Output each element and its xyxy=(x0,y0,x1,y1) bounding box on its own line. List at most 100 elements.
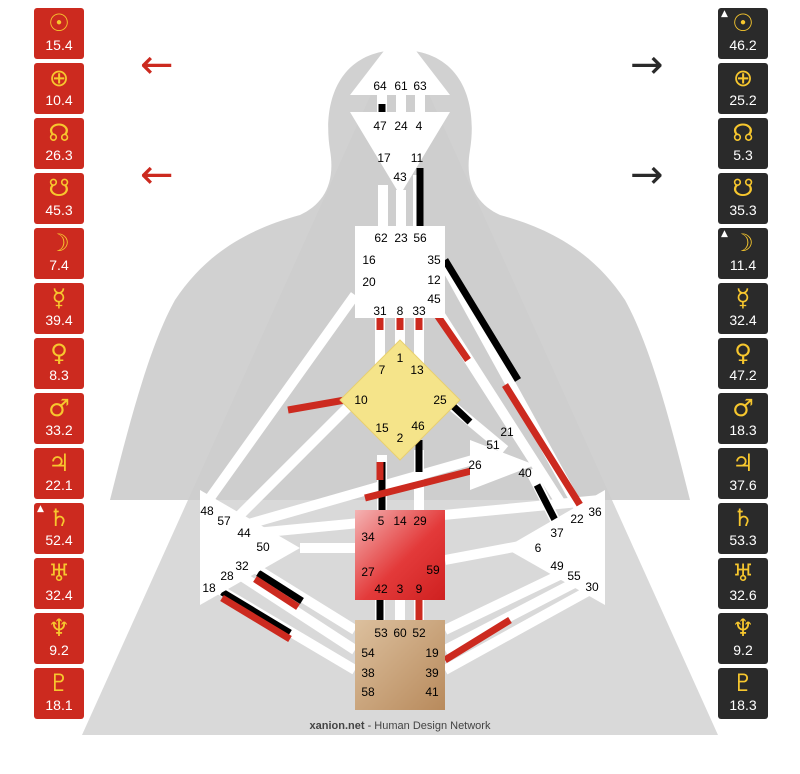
personality-planet-venus[interactable]: ♀8.3 xyxy=(34,338,84,389)
gate-label: 25 xyxy=(433,393,447,407)
gate-label: 33 xyxy=(412,304,426,318)
gate-label: 27 xyxy=(361,565,375,579)
gate-label: 40 xyxy=(518,466,532,480)
gate-label: 60 xyxy=(393,626,407,640)
ego-gates: 21 51 26 40 xyxy=(468,425,532,480)
design-planet-pluto[interactable]: ♇18.3 xyxy=(718,668,768,719)
design-planet-jupiter[interactable]: ♃37.6 xyxy=(718,448,768,499)
ajna-center xyxy=(350,112,450,195)
gate-label: 56 xyxy=(413,231,427,245)
gate-label: 7 xyxy=(379,363,386,377)
mars-icon: ♂ xyxy=(48,394,70,422)
throat-gates: 62 23 56 16 35 20 12 45 31 8 33 xyxy=(362,231,441,318)
gate-label: 8 xyxy=(397,304,404,318)
planet-value: 52.4 xyxy=(45,532,73,548)
personality-planet-mercury[interactable]: ☿39.4 xyxy=(34,283,84,334)
planet-value: 15.4 xyxy=(45,37,73,53)
gate-label: 34 xyxy=(361,530,375,544)
design-planet-mercury[interactable]: ☿32.4 xyxy=(718,283,768,334)
personality-planet-north-node[interactable]: ☊26.3 xyxy=(34,118,84,169)
throat-center xyxy=(355,226,445,318)
uranus-icon: ♅ xyxy=(732,559,754,587)
gate-label: 9 xyxy=(416,582,423,596)
mercury-icon: ☿ xyxy=(735,284,751,312)
left-arrow-icon: ← xyxy=(140,152,174,198)
gate-label: 20 xyxy=(362,275,376,289)
venus-icon: ♀ xyxy=(50,339,68,367)
gate-label: 4 xyxy=(416,119,423,133)
sacral-gates: 5 14 29 34 27 59 42 3 9 xyxy=(361,514,440,596)
saturn-icon: ♄ xyxy=(732,504,754,532)
gate-label: 10 xyxy=(354,393,368,407)
jupiter-icon: ♃ xyxy=(732,449,754,477)
gate-label: 64 xyxy=(373,79,387,93)
planet-value: 32.4 xyxy=(45,587,73,603)
planet-value: 18.3 xyxy=(729,422,757,438)
planet-value: 47.2 xyxy=(729,367,757,383)
personality-planet-saturn[interactable]: ▲♄52.4 xyxy=(34,503,84,554)
gate-label: 2 xyxy=(397,431,404,445)
gate-label: 45 xyxy=(427,292,441,306)
gate-label: 46 xyxy=(411,419,425,433)
personality-planet-moon[interactable]: ☽7.4 xyxy=(34,228,84,279)
planet-value: 22.1 xyxy=(45,477,73,493)
personality-planet-jupiter[interactable]: ♃22.1 xyxy=(34,448,84,499)
gate-label: 29 xyxy=(413,514,427,528)
jupiter-icon: ♃ xyxy=(48,449,70,477)
gate-label: 26 xyxy=(468,458,482,472)
design-planet-sun[interactable]: ▲☉46.2 xyxy=(718,8,768,59)
gate-label: 17 xyxy=(377,151,391,165)
design-planet-venus[interactable]: ♀47.2 xyxy=(718,338,768,389)
personality-planet-earth[interactable]: ⊕10.4 xyxy=(34,63,84,114)
design-planet-neptune[interactable]: ♆9.2 xyxy=(718,613,768,664)
gate-label: 44 xyxy=(237,526,251,540)
right-arrow-icon: → xyxy=(630,42,664,88)
planet-value: 53.3 xyxy=(729,532,757,548)
gate-label: 22 xyxy=(570,512,584,526)
personality-planet-sun[interactable]: ☉15.4 xyxy=(34,8,84,59)
gate-label: 63 xyxy=(413,79,427,93)
design-planet-south-node[interactable]: ☋35.3 xyxy=(718,173,768,224)
personality-planet-south-node[interactable]: ☋45.3 xyxy=(34,173,84,224)
planet-value: 46.2 xyxy=(729,37,757,53)
design-planet-north-node[interactable]: ☊5.3 xyxy=(718,118,768,169)
footer-brand[interactable]: xanion.net xyxy=(309,720,365,732)
head-gates: 64 61 63 xyxy=(373,79,427,93)
gate-label: 54 xyxy=(361,646,375,660)
south-node-icon: ☋ xyxy=(732,174,754,202)
solar-plexus-center xyxy=(505,490,605,605)
gate-label: 39 xyxy=(425,666,439,680)
moon-icon: ☽ xyxy=(48,229,70,257)
neptune-icon: ♆ xyxy=(48,614,70,642)
design-planet-moon[interactable]: ▲☽11.4 xyxy=(718,228,768,279)
gate-label: 15 xyxy=(375,421,389,435)
design-planet-mars[interactable]: ♂18.3 xyxy=(718,393,768,444)
personality-planet-neptune[interactable]: ♆9.2 xyxy=(34,613,84,664)
spleen-center xyxy=(200,490,300,605)
gate-label: 36 xyxy=(588,505,602,519)
design-planet-saturn[interactable]: ♄53.3 xyxy=(718,503,768,554)
personality-planet-mars[interactable]: ♂33.2 xyxy=(34,393,84,444)
gate-label: 1 xyxy=(397,351,404,365)
personality-planet-pluto[interactable]: ♇18.1 xyxy=(34,668,84,719)
spleen-gates: 48 57 44 50 32 28 18 xyxy=(200,504,270,595)
gate-label: 47 xyxy=(373,119,387,133)
gate-label: 55 xyxy=(567,569,581,583)
triangle-marker-icon: ▲ xyxy=(37,504,44,514)
mars-icon: ♂ xyxy=(732,394,754,422)
gate-label: 11 xyxy=(411,151,424,165)
head-center xyxy=(350,30,450,95)
design-planet-earth[interactable]: ⊕25.2 xyxy=(718,63,768,114)
gate-label: 3 xyxy=(397,582,404,596)
design-planet-uranus[interactable]: ♅32.6 xyxy=(718,558,768,609)
personality-planet-uranus[interactable]: ♅32.4 xyxy=(34,558,84,609)
gate-label: 35 xyxy=(427,253,441,267)
gate-label: 16 xyxy=(362,253,376,267)
solar-plexus-gates: 36 22 37 6 49 55 30 xyxy=(535,505,602,594)
triangle-marker-icon: ▲ xyxy=(721,229,728,239)
g-gates: 1 7 13 10 25 15 46 2 xyxy=(354,351,447,445)
activations xyxy=(220,104,583,663)
gate-label: 12 xyxy=(427,273,441,287)
planet-value: 9.2 xyxy=(49,642,69,658)
footer-text: - Human Design Network xyxy=(364,720,491,732)
